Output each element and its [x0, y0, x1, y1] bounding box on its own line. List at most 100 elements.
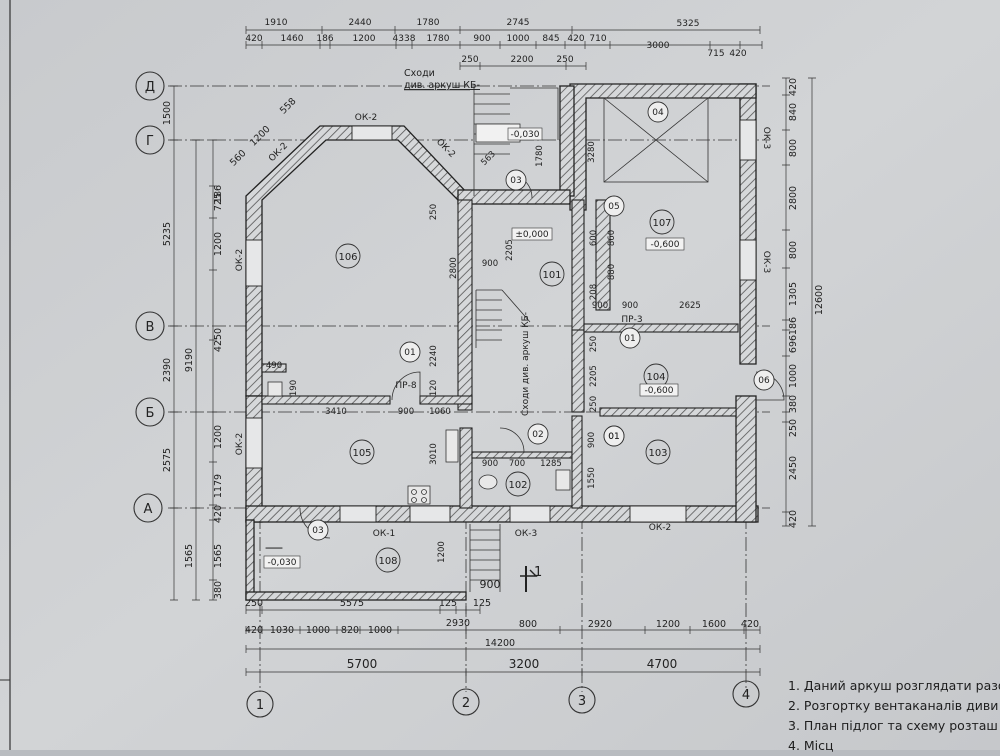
dim-text: 2920	[588, 619, 612, 630]
dim-text: 1200	[213, 425, 224, 449]
dim-text: 800	[788, 139, 799, 157]
window-label: ОК-2	[355, 113, 377, 123]
dim-text: 4250	[213, 328, 224, 352]
dim-text: 600	[589, 230, 599, 246]
dim-text: 250	[556, 55, 573, 65]
dim-text: 900	[398, 407, 414, 417]
dim-text: 1780	[417, 18, 440, 28]
room-102: 102	[508, 480, 527, 491]
dim-text: 1780	[427, 34, 450, 44]
dim-text: 1060	[429, 407, 451, 417]
dim-text: 186	[316, 34, 333, 44]
level-zero: ±0,000	[515, 230, 549, 240]
window-label: ОК-2	[649, 523, 671, 533]
dim-text: 1565	[184, 544, 195, 568]
marker-03: 03	[312, 526, 323, 536]
dim-text: 1285	[540, 459, 562, 469]
marker-01: 01	[624, 334, 635, 344]
dim-text: 3200	[509, 657, 540, 671]
dim-text: 3000	[647, 41, 670, 51]
dim-text: 840	[788, 103, 799, 121]
dim-text: 208	[589, 284, 599, 300]
grid-number-4: 4	[742, 688, 750, 703]
dim-text: 1000	[788, 364, 799, 388]
window-label: ОК-2	[235, 249, 245, 271]
dim-text: 2205	[505, 239, 515, 261]
dim-text: 845	[542, 34, 559, 44]
dim-text: 250	[429, 204, 439, 220]
dim-text: 420	[788, 78, 799, 96]
dim-text: 9190	[184, 348, 195, 372]
dim-text: 1460	[281, 34, 304, 44]
dim-text: 5700	[347, 657, 378, 671]
window-label: ОК-3	[761, 127, 771, 149]
dim-text: 380	[213, 581, 224, 599]
dim-text: 420	[788, 510, 799, 528]
window-label: ОК-1	[373, 529, 395, 539]
dim-text: 860	[607, 230, 617, 246]
dim-text: 2625	[679, 301, 701, 311]
dim-text: 1179	[213, 474, 224, 498]
dim-text: 420	[213, 505, 224, 523]
dim-text: 250	[788, 419, 799, 437]
level-stairs: -0,030	[510, 130, 539, 140]
marker-05: 05	[608, 202, 619, 212]
dim-text: 420	[245, 34, 262, 44]
dim-text: 2205	[589, 365, 599, 387]
marker-06: 06	[758, 376, 770, 386]
dim-text: 1550	[587, 467, 597, 489]
stair-note-line1: Сходи	[404, 68, 435, 79]
dim-text: 715	[707, 49, 724, 59]
grid-letter-v: В	[146, 320, 155, 335]
dim-text: 2930	[446, 618, 470, 629]
general-notes: 1. Даний аркуш розглядати разо 2. Розгор…	[788, 676, 1000, 756]
dim-text: 5325	[677, 19, 700, 29]
marker-03: 03	[510, 176, 521, 186]
dim-text: 4700	[647, 657, 678, 671]
dim-text: 880	[607, 264, 617, 280]
dim-text: 1200	[213, 232, 224, 256]
dim-text: 2745	[507, 18, 530, 28]
dim-text: 380	[788, 395, 799, 413]
room-108: 108	[378, 556, 397, 567]
dim-text: 900	[482, 459, 498, 469]
level-107: -0,600	[650, 240, 679, 250]
opening-pr8: ПР-8	[395, 381, 416, 391]
dim-text: 250	[461, 55, 478, 65]
room-101: 101	[542, 270, 561, 281]
dim-text: 1000	[368, 625, 392, 636]
note-1: 1. Даний аркуш розглядати разо	[788, 676, 1000, 696]
room-107: 107	[652, 218, 671, 229]
dim-text: 800	[788, 241, 799, 259]
dim-text: 2575	[162, 448, 173, 472]
dim-text: 1910	[265, 18, 288, 28]
opening-pr3: ПР-3	[621, 315, 642, 325]
dim-text: 2800	[788, 186, 799, 210]
dim-text: 1565	[213, 544, 224, 568]
dim-text: 186	[788, 317, 799, 335]
dim-text: 2390	[162, 358, 173, 382]
grid-number-3: 3	[578, 694, 586, 709]
dim-text: 1200	[437, 541, 447, 563]
window-label: ОК-3	[761, 251, 771, 273]
marker-01: 01	[404, 348, 415, 358]
grid-letter-g: Г	[146, 134, 154, 149]
section-number: 1	[534, 565, 542, 580]
dim-text: 2240	[429, 345, 439, 367]
dim-text: 1305	[788, 282, 799, 306]
room-106: 106	[338, 252, 357, 263]
room-104: 104	[646, 372, 665, 383]
dim-text: 1200	[353, 34, 376, 44]
note-4: 4. Місц	[788, 736, 1000, 756]
grid-letter-a: А	[144, 502, 153, 517]
dim-text: 3410	[325, 407, 347, 417]
dim-text: 186	[213, 185, 224, 203]
dim-text: 420	[729, 49, 746, 59]
dim-text: 1780	[535, 145, 545, 167]
dim-text: 1030	[270, 625, 294, 636]
stair-note-vertical: Сходи див. аркуш КБ-	[521, 312, 531, 416]
dim-text: 2200	[511, 55, 534, 65]
dim-text: 1000	[306, 625, 330, 636]
note-2: 2. Розгортку вентаканалів диви	[788, 696, 1000, 716]
